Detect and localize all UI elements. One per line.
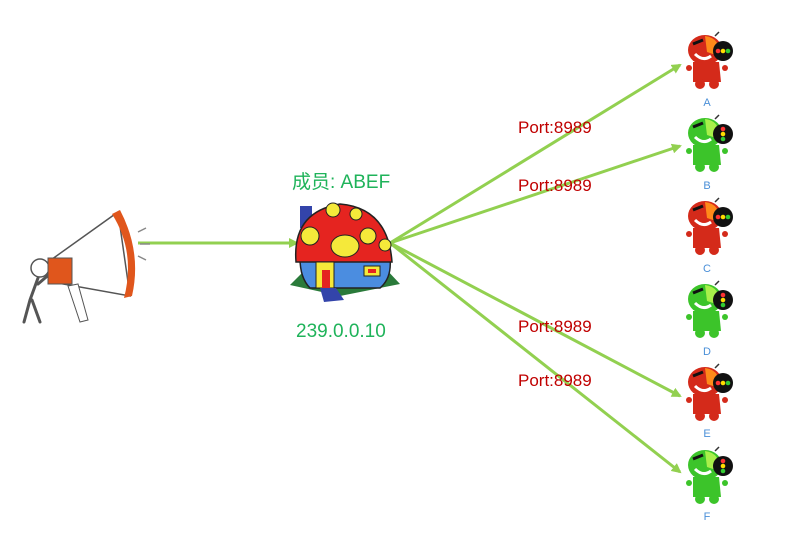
node-label-a: A [703, 97, 711, 109]
port-label-a: Port:8989 [518, 118, 592, 137]
megaphone-person-icon [22, 210, 150, 324]
members [686, 31, 733, 504]
mushroom-house-icon [290, 202, 400, 302]
member-d-icon [686, 280, 733, 338]
arrow-to-b [389, 143, 682, 245]
member-e-icon [686, 363, 733, 421]
node-label-f: F [703, 511, 711, 523]
group-members-label: 成员: ABEF [292, 172, 391, 193]
member-b-icon [686, 114, 733, 172]
port-label-e: Port:8989 [518, 317, 592, 336]
member-f-icon [686, 446, 733, 504]
member-a-icon [686, 31, 733, 89]
node-label-b: B [703, 180, 711, 192]
port-label-b: Port:8989 [518, 176, 592, 195]
arrow-to-e [389, 241, 682, 398]
port-label-f: Port:8989 [518, 371, 592, 390]
node-label-d: D [703, 346, 711, 358]
arrow-to-f [389, 241, 682, 474]
group-address-label: 239.0.0.10 [296, 321, 386, 342]
arrows [138, 63, 682, 474]
member-c-icon [686, 197, 733, 255]
arrow-to-a [389, 63, 682, 245]
node-label-e: E [703, 428, 711, 440]
node-label-c: C [703, 263, 711, 275]
